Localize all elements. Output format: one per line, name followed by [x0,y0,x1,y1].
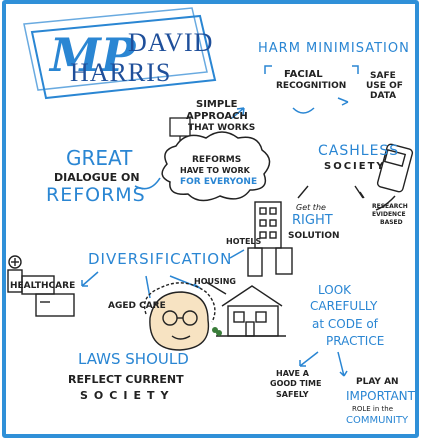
practice-text: PRACTICE [326,334,385,348]
house-icon [212,285,286,337]
aged-care-text: AGED CARE [108,301,166,311]
at-code-text: at CODE of [312,317,378,331]
practice-arrows [299,351,348,377]
elderly-face-icon [143,282,216,351]
good-time-text: GOOD TIME [270,379,322,388]
simple-text-2: APPROACH [186,111,248,122]
cashless-heading: CASHLESS [318,143,400,159]
research-text: RESEARCH [372,203,408,210]
housing-text: HOUSING [194,277,236,286]
carefully-text: CAREFULLY [310,299,378,313]
safe-text-3: DATA [370,91,397,101]
get-the-text: Get the [296,203,326,212]
title-first-name: DAVID [128,28,214,57]
society-text: SOCIETY [80,389,175,402]
safe-text-1: SAFE [370,71,396,81]
reforms-text: REFORMS [46,184,146,206]
hotel-building-icon [247,201,293,277]
have-a-text: HAVE A [276,369,309,378]
hotels-text: HOTELS [226,237,262,246]
right-text: RIGHT [292,213,333,228]
speech-cloud [161,131,271,202]
community-text: COMMUNITY [346,415,409,426]
border-frame [2,0,419,438]
cloud-text-1: REFORMS [192,155,242,165]
cloud-text-2: HAVE TO WORK [180,166,250,175]
safe-text-2: USE OF [366,81,403,91]
housing-arrow [205,281,227,295]
facial-text-1: FACIAL [284,69,323,80]
dialogue-arrow [134,177,161,190]
diversification-text: DIVERSIFICATION [88,250,233,268]
harm-brackets [231,65,359,119]
society-heading: SOCIETY [324,161,386,172]
simple-text-3: THAT WORKS [188,123,256,133]
play-an-text: PLAY AN [356,377,399,387]
facial-text-2: RECOGNITION [276,81,347,91]
important-text: IMPORTANT [346,389,415,403]
title-last-name: HARRIS [70,58,172,87]
healthcare-text: HEALTHCARE [10,281,76,291]
simple-text-1: SIMPLE [196,99,238,110]
dialogue-on-text: DIALOGUE ON [54,171,140,184]
laws-text: LAWS SHOULD [78,350,189,368]
evidence-text: EVIDENCE [372,211,406,218]
title-mp: MP [50,28,136,82]
safely-text: SAFELY [276,390,309,399]
healthcare-building-icon [7,255,75,317]
title-panel [23,7,217,100]
reflect-text: REFLECT CURRENT [68,373,184,386]
solution-text: SOLUTION [288,231,340,241]
great-text: GREAT [66,146,133,170]
role-text: ROLE in the [352,405,394,413]
phone-card-icon [297,143,414,211]
cloud-text-3: FOR EVERYONE [180,177,258,187]
harm-heading: HARM MINIMISATION [258,41,410,56]
diversification-arrows [81,249,245,299]
based-text: BASED [380,219,403,226]
look-text: LOOK [318,283,352,297]
